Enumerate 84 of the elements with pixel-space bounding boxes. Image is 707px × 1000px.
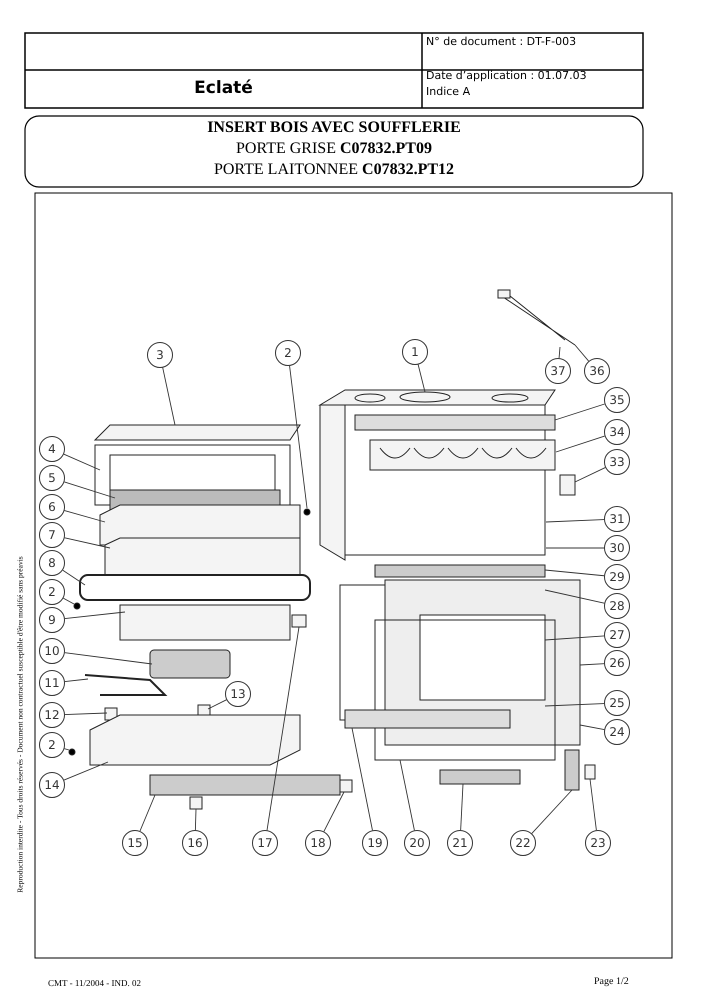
callout-number: 2 (275, 340, 301, 366)
callout-number: 14 (39, 772, 65, 798)
page-number: Page 1/2 (594, 976, 629, 987)
callout-number: 8 (39, 550, 65, 576)
callout-number: 24 (604, 719, 630, 745)
callout-number: 2 (39, 732, 65, 758)
callout-number: 2 (39, 579, 65, 605)
leader-line (460, 784, 464, 830)
callout-number: 21 (447, 830, 473, 856)
model-reference: PORTE LAITONNEE C07832.PT12 (212, 161, 456, 179)
callout-number: 22 (510, 830, 536, 856)
leader-line (544, 703, 604, 706)
leader-line (64, 537, 110, 548)
leader-line (558, 346, 560, 358)
callout-number: 23 (585, 830, 611, 856)
callout-number: 9 (39, 607, 65, 633)
callout-number: 18 (305, 830, 331, 856)
leader-line (544, 590, 605, 604)
leader-line (62, 598, 74, 604)
leader-line (62, 570, 86, 586)
diagram-title: INSERT BOIS AVEC SOUFFLERIE (206, 119, 462, 137)
leader-line (64, 762, 108, 780)
callout-number: 13 (225, 681, 251, 707)
callout-number: 17 (252, 830, 278, 856)
callout-number: 26 (604, 650, 630, 676)
callout-number: 33 (604, 449, 630, 475)
callout-number: 5 (39, 465, 65, 491)
callout-number: 15 (122, 830, 148, 856)
leader-line (546, 519, 604, 522)
callout-number: 29 (604, 564, 630, 590)
callout-number: 11 (39, 670, 65, 696)
leader-line (208, 699, 227, 710)
leader-line (323, 792, 344, 832)
document-number: N° de document : DT-F-003 (426, 35, 576, 48)
leader-line (140, 794, 156, 832)
leader-line (400, 760, 415, 831)
callout-number: 36 (584, 358, 610, 384)
leader-line (64, 652, 152, 664)
footer-reference: CMT - 11/2004 - IND. 02 (48, 978, 141, 988)
callout-number: 27 (604, 622, 630, 648)
leader-line (64, 612, 126, 620)
callout-number: 30 (604, 535, 630, 561)
leader-line (289, 365, 308, 508)
revision-index: Indice A (426, 85, 470, 98)
leader-line (580, 663, 604, 666)
leader-line (574, 467, 606, 482)
callout-number: 7 (39, 522, 65, 548)
leader-line (544, 570, 604, 576)
leader-line (580, 724, 605, 730)
leader-line (64, 748, 70, 750)
callout-number: 10 (39, 638, 65, 664)
callout-number: 19 (362, 830, 388, 856)
leader-line (574, 344, 590, 362)
callout-number: 31 (604, 506, 630, 532)
callout-number: 6 (39, 494, 65, 520)
callout-number: 34 (604, 419, 630, 445)
leader-line (554, 404, 606, 420)
leader-line (64, 510, 106, 522)
leader-line (194, 808, 196, 830)
callout-number: 3 (147, 342, 173, 368)
callout-number: 12 (39, 702, 65, 728)
leader-line (266, 626, 300, 831)
callout-number: 35 (604, 387, 630, 413)
leader-line (556, 436, 606, 452)
callout-number: 25 (604, 690, 630, 716)
leader-line (63, 454, 100, 470)
callout-number: 4 (39, 436, 65, 462)
leader-line (64, 712, 108, 715)
leader-line (352, 728, 373, 831)
leader-line (531, 790, 572, 834)
leader-line (64, 481, 116, 498)
model-reference: PORTE GRISE C07832.PT09 (235, 140, 433, 158)
leader-line (544, 635, 604, 640)
leader-line (418, 364, 426, 392)
sheet-heading: Eclaté (193, 78, 254, 98)
callout-number: 28 (604, 593, 630, 619)
callout-number: 20 (404, 830, 430, 856)
callout-number: 1 (402, 339, 428, 365)
leader-line (590, 778, 597, 831)
application-date: Date d’application : 01.07.03 (426, 69, 587, 82)
leader-line (162, 367, 176, 426)
callout-number: 37 (545, 358, 571, 384)
callout-number: 16 (182, 830, 208, 856)
leader-line (64, 678, 88, 682)
